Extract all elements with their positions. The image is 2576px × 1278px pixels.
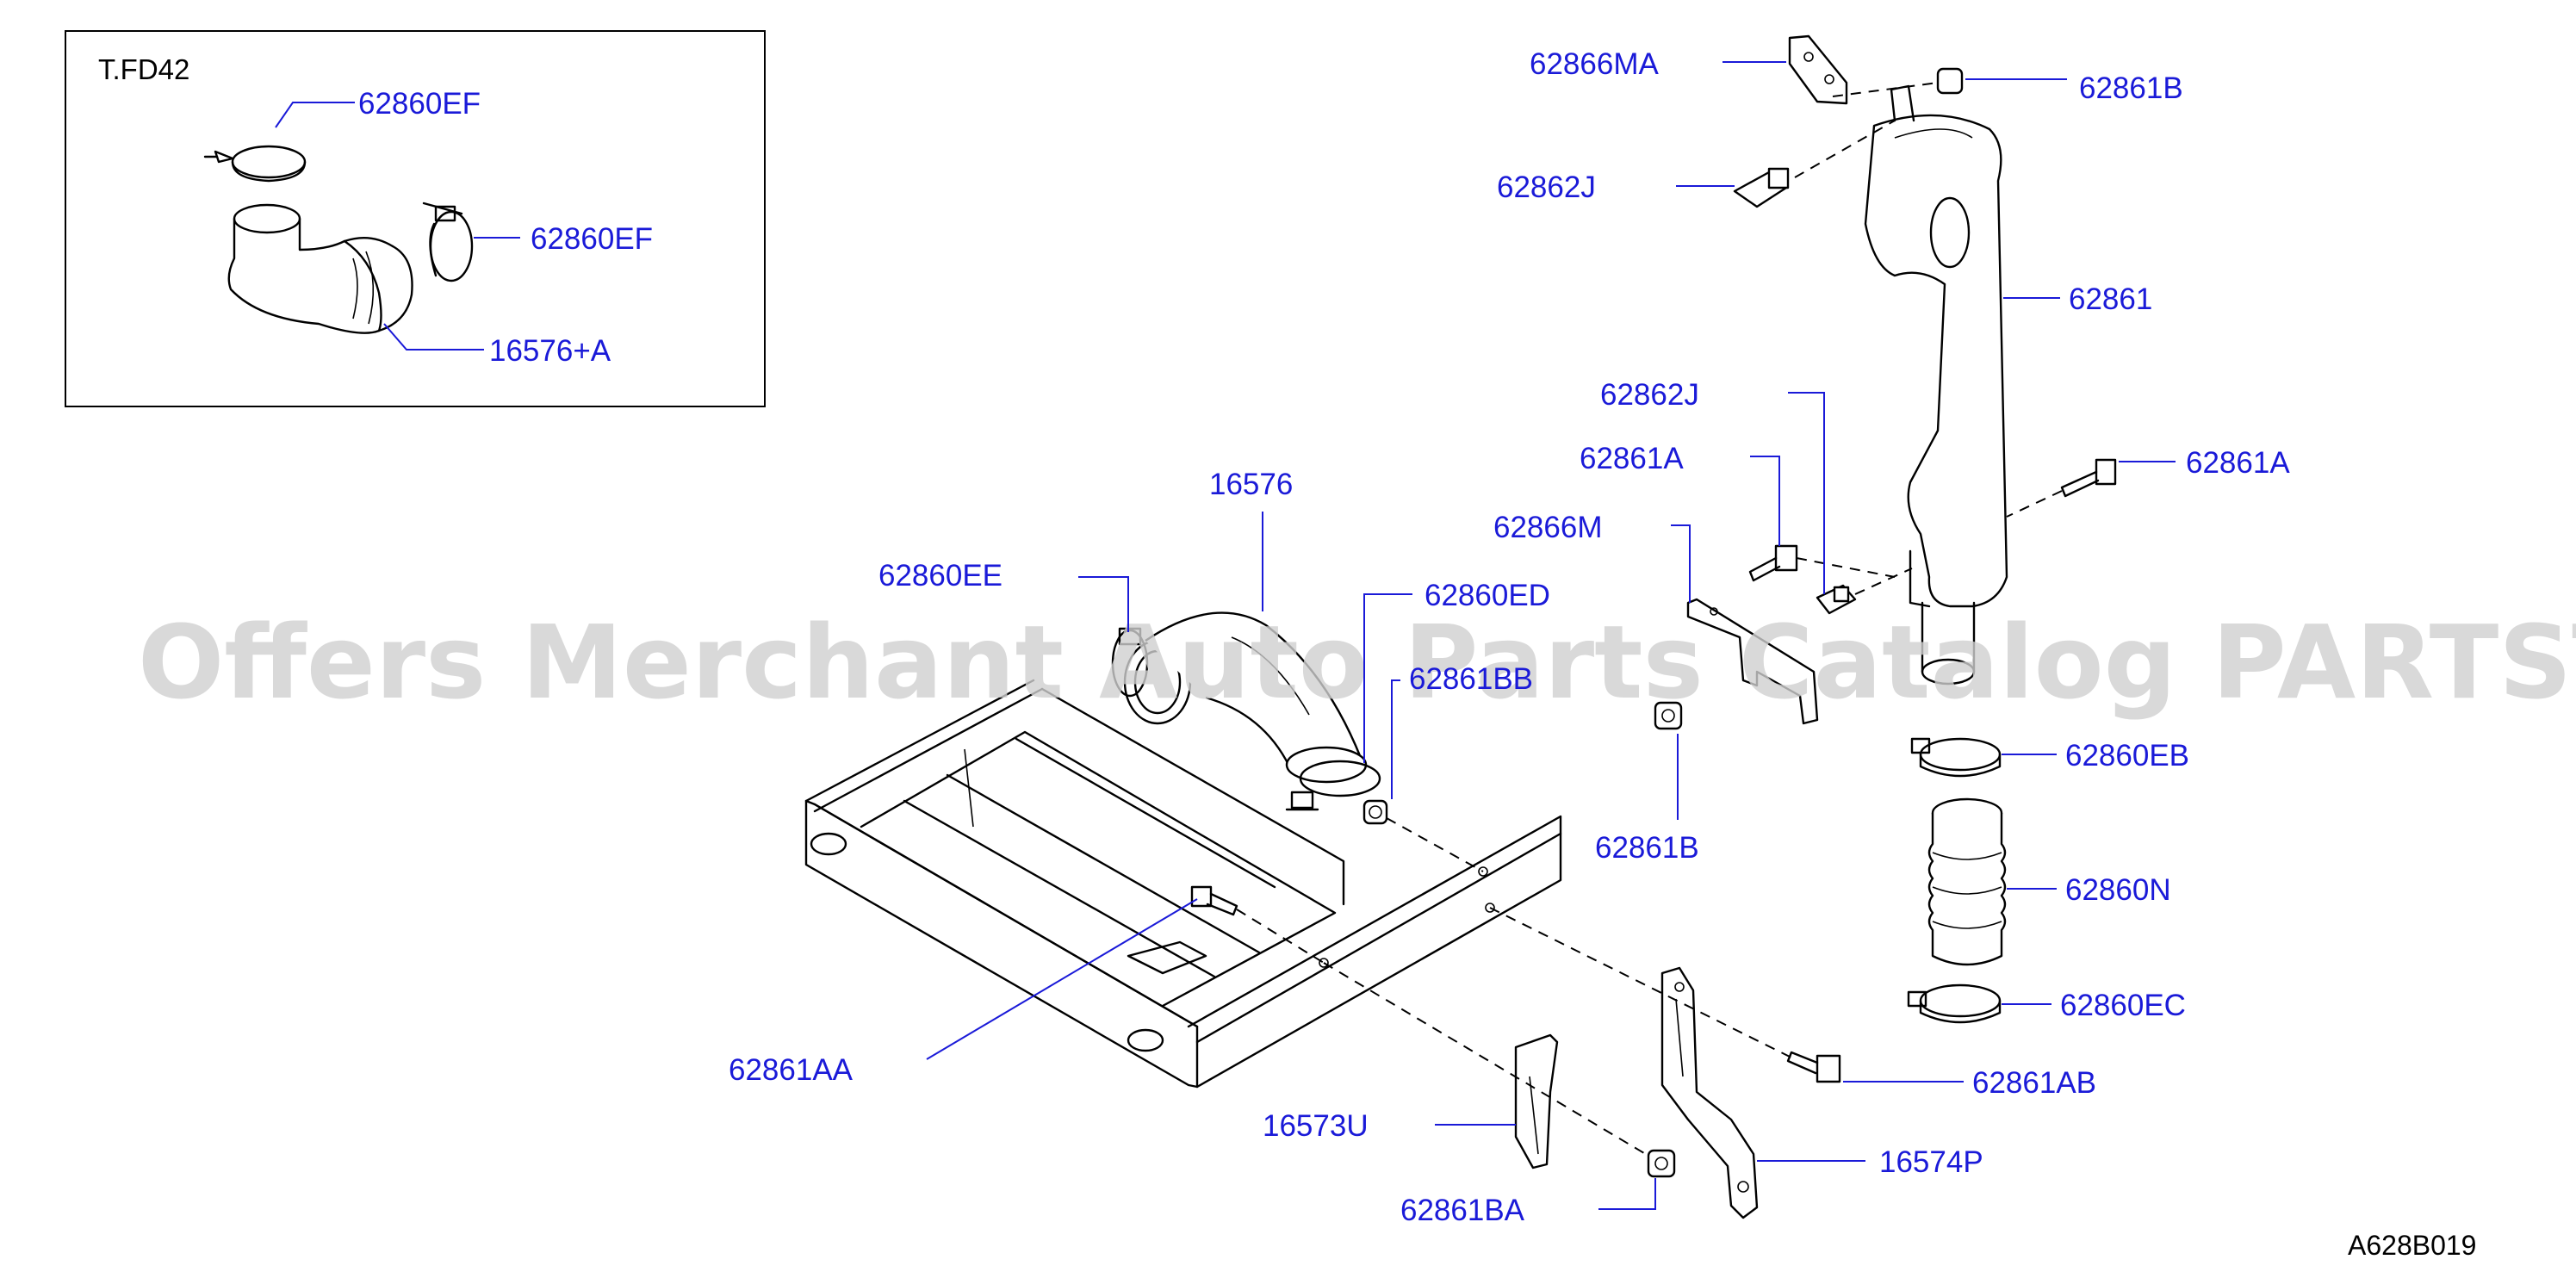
label-16576A: 16576+A [489,334,611,368]
label-62861A-right: 62861A [2186,446,2290,480]
label-62861A-mid: 62861A [1580,442,1684,475]
label-62861BA: 62861BA [1400,1194,1525,1227]
leader-62861BB [1391,679,1400,799]
clamp-62860EB [1910,737,2002,778]
inset-hose-clamp-right [422,202,474,282]
label-62860EF-a: 62860EF [358,87,481,121]
leader-62861AA [926,898,1198,1060]
drawing-code: A628B019 [2348,1230,2476,1261]
nut-62861B-mid [1654,701,1683,730]
leader-62860ED [1363,593,1412,763]
label-62861AB: 62861AB [1972,1066,2096,1100]
label-16574P: 16574P [1879,1145,1983,1179]
bolt-62861A-right [2060,458,2117,498]
hose-62860N [1927,797,2007,966]
nut-62861BB [1362,799,1388,825]
label-62860N: 62860N [2065,873,2171,907]
bolt-62861AB [1786,1051,1841,1083]
label-62860EC: 62860EC [2060,989,2186,1022]
label-62861BB: 62861BB [1409,662,1533,696]
chassis-frame [804,679,1562,1089]
bolt-62862J-mid [1816,584,1857,615]
label-62861B-mid: 62861B [1595,831,1699,865]
assembly-dashed-lines [1236,82,2063,1157]
label-62861: 62861 [2069,282,2152,316]
watermark: Offers Merchant Auto Parts Catalog PARTS… [138,603,2576,722]
clamp-62860ED [1285,760,1381,811]
bracket-62866M [1686,598,1819,725]
air-duct-16576 [1123,611,1368,784]
leader-16576A [383,323,484,351]
label-16576: 16576 [1209,468,1293,501]
inset-title: T.FD42 [98,53,189,85]
bracket-16574P [1660,966,1759,1219]
leader-62866M [1671,524,1691,603]
bolt-62861AA [1190,885,1238,916]
leader-62862J-mid [1788,392,1825,594]
bracket-16573U [1514,1033,1559,1169]
bracket-62866MA [1788,34,1848,105]
inset-panel: T.FD42 62860EF 62860EF [65,30,766,407]
inset-frame [65,30,766,407]
leader-62860EE [1078,576,1129,632]
label-62866MA: 62866MA [1530,47,1659,81]
label-62860EF-b: 62860EF [531,222,653,256]
clamp-62860EE [1111,627,1149,698]
label-62861AA: 62861AA [729,1053,853,1087]
bolt-62861A-mid [1748,544,1798,582]
label-62861B-top: 62861B [2079,71,2183,105]
label-62866M: 62866M [1493,511,1602,544]
label-62862J-mid: 62862J [1600,378,1699,412]
leader-62860EF-a [275,102,355,128]
air-duct-62861 [1864,84,2008,686]
label-62862J-top: 62862J [1497,171,1596,204]
label-62860EE: 62860EE [878,559,1002,592]
label-62860ED: 62860ED [1425,579,1550,612]
label-16573U: 16573U [1263,1109,1369,1143]
inset-hose-clamp-top [203,145,307,183]
leader-62861A-mid [1750,456,1780,546]
leader-62861BA [1598,1178,1656,1210]
inset-elbow-hose [227,203,413,334]
nut-62861BA [1647,1149,1676,1178]
clamp-62860EC [1907,983,2002,1024]
nut-62861B-top [1936,67,1964,95]
bolt-62862J-top [1733,167,1790,208]
label-62860EB: 62860EB [2065,739,2189,772]
